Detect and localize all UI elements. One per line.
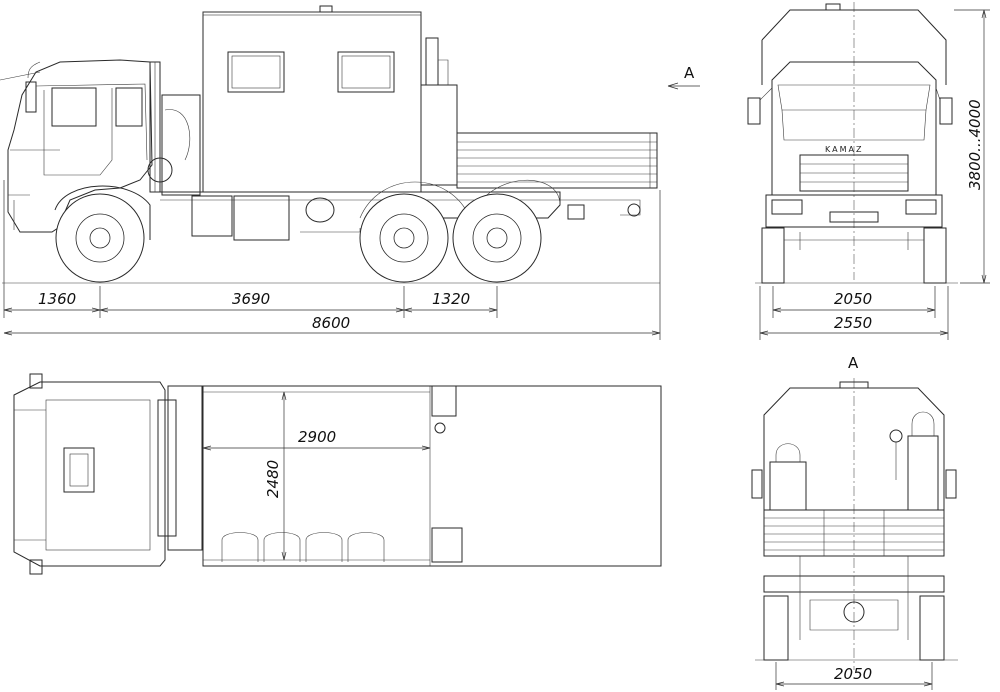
box-body bbox=[202, 11, 422, 193]
front-wheel bbox=[55, 193, 145, 283]
plan-view: 2900 2480 bbox=[13, 373, 662, 575]
rear-wheel-1 bbox=[359, 193, 449, 283]
cab-outline bbox=[7, 59, 153, 233]
plan-cab bbox=[13, 381, 166, 567]
side-view: 1360 3690 1320 8600 A bbox=[0, 5, 700, 340]
rear-view-title: A bbox=[848, 354, 859, 372]
dim-overall-length: 8600 bbox=[312, 314, 350, 332]
brand-label: KAMAZ bbox=[825, 145, 863, 154]
dim-body-width: 2480 bbox=[264, 460, 282, 498]
dim-front-track: 2050 bbox=[834, 290, 872, 308]
dim-height: 3800...4000 bbox=[966, 99, 984, 190]
rear-wheel-2 bbox=[452, 193, 542, 283]
flatbed bbox=[456, 132, 658, 189]
dim-overall-width: 2550 bbox=[834, 314, 872, 332]
cab-rear-window bbox=[115, 87, 143, 127]
dim-rear-track: 2050 bbox=[834, 665, 872, 683]
rear-view: A 2050 bbox=[751, 354, 958, 690]
dim-wheelbase: 3690 bbox=[232, 290, 270, 308]
dim-body-length: 2900 bbox=[298, 428, 336, 446]
cab-door-window bbox=[51, 87, 97, 127]
view-arrow-a: A bbox=[667, 64, 700, 90]
front-view: KAMAZ 3800...4000 2050 2550 bbox=[747, 2, 990, 340]
body-window-left bbox=[227, 51, 285, 93]
dim-bogie: 1320 bbox=[432, 290, 470, 308]
body-window-right bbox=[337, 51, 395, 93]
svg-text:A: A bbox=[684, 64, 695, 82]
dim-front-overhang: 1360 bbox=[38, 290, 76, 308]
